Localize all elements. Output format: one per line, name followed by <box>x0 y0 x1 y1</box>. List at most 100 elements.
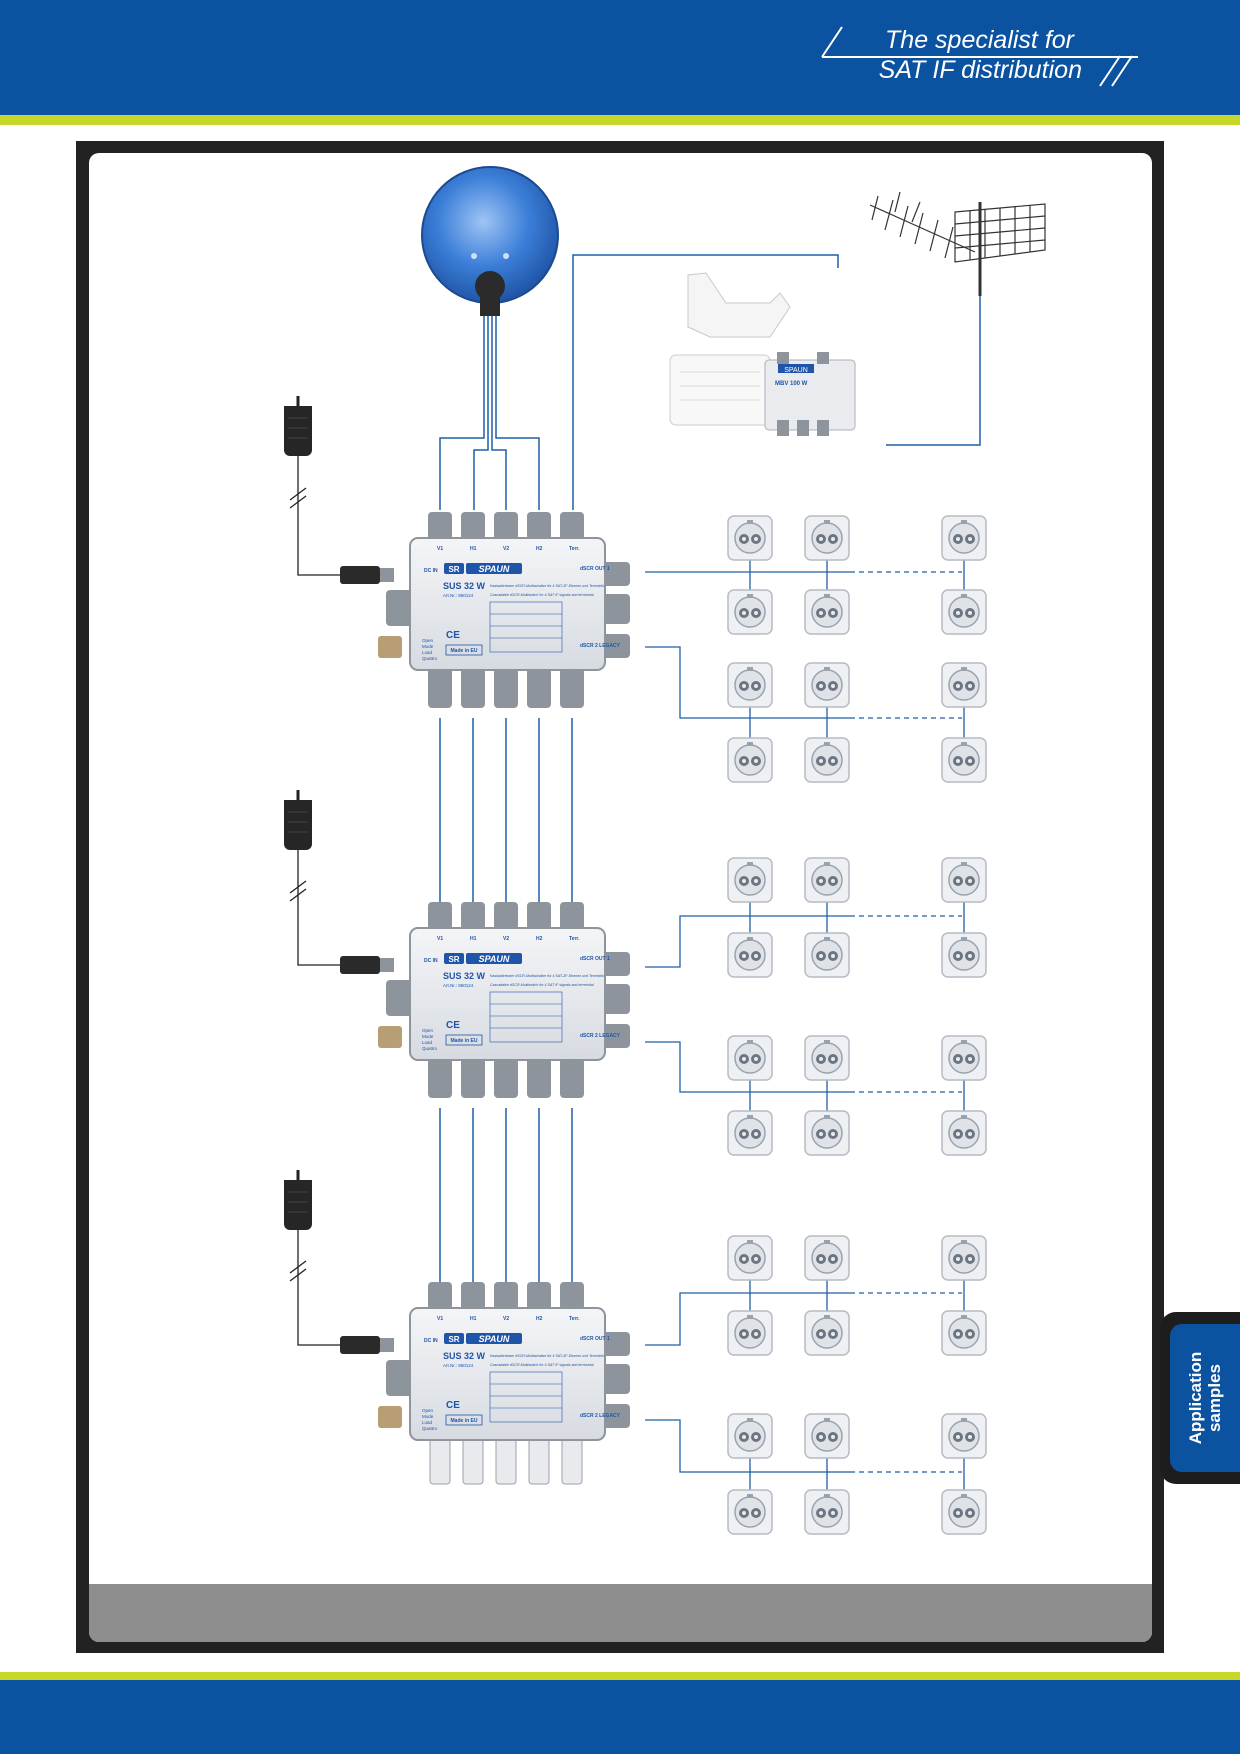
socket-group-1 <box>727 515 987 783</box>
svg-text:CE: CE <box>446 1400 460 1411</box>
switch-model: SUS 32 W <box>443 971 486 981</box>
wall-socket-icon <box>727 1413 773 1459</box>
port-label-terr: Terr. <box>569 936 580 942</box>
port-label-dc-in: DC IN <box>424 568 438 574</box>
wall-socket-icon <box>941 737 987 783</box>
switch-brand: SPAUN <box>479 1334 510 1344</box>
mode-label: Mode <box>422 1034 434 1039</box>
wall-socket-icon <box>727 589 773 635</box>
output-cabling-2 <box>645 900 965 1112</box>
wall-socket-icon <box>804 1235 850 1281</box>
application-samples-tab-inner: Application samples <box>1170 1324 1240 1472</box>
wall-socket-icon <box>804 515 850 561</box>
switch-desc-de: Kaskadierbarer dSCR-Multischalter für 4 … <box>490 1354 604 1358</box>
satellite-dish-icon <box>421 166 559 316</box>
switch-model: SUS 32 W <box>443 581 486 591</box>
header-accent-stripe <box>0 115 1240 125</box>
switch-desc-en: Cascadable dSCR-Multiswitch for 4 SAT IF… <box>490 983 594 987</box>
switch-made-in: Made in EU <box>451 1038 478 1044</box>
port-label-out2: dSCR 2 LEGACY <box>580 1413 621 1419</box>
port-label-dc-in: DC IN <box>424 958 438 964</box>
switch-desc-en: Cascadable dSCR-Multiswitch for 4 SAT IF… <box>490 1363 594 1367</box>
wall-socket-icon <box>941 1413 987 1459</box>
wall-socket-icon <box>941 1489 987 1535</box>
port-label-h1: H1 <box>470 1316 477 1322</box>
wall-socket-icon <box>941 1310 987 1356</box>
multiswitch-icon: SR SPAUN SUS 32 W Art.Nr.: 860124 Kaskad… <box>378 1282 630 1485</box>
mode-label: Load <box>422 1040 433 1045</box>
wall-socket-icon <box>941 589 987 635</box>
terrestrial-antenna-icon <box>869 191 1046 296</box>
port-label-v2: V2 <box>503 1316 509 1322</box>
wall-socket-icon <box>941 857 987 903</box>
application-samples-tab[interactable]: Application samples <box>1160 1312 1240 1484</box>
mode-label: Open <box>422 1408 434 1413</box>
switch-made-in: Made in EU <box>451 648 478 654</box>
switch-art-no: Art.Nr.: 860124 <box>443 1363 474 1368</box>
wall-socket-icon <box>727 857 773 903</box>
port-label-out2: dSCR 2 LEGACY <box>580 643 621 649</box>
power-adapter-icon <box>282 788 394 974</box>
wall-socket-icon <box>727 515 773 561</box>
multiswitch-icon: SR SPAUN SUS 32 W Art.Nr.: 860124 Kaskad… <box>378 902 630 1098</box>
wall-socket-icon <box>727 1035 773 1081</box>
port-label-v2: V2 <box>503 546 509 552</box>
tagline-line-2: SAT IF distribution <box>878 56 1082 84</box>
switch-model: SUS 32 W <box>443 1351 486 1361</box>
port-label-h2: H2 <box>536 546 543 552</box>
wall-socket-icon <box>804 1489 850 1535</box>
wall-socket-icon <box>804 857 850 903</box>
wall-socket-icon <box>804 932 850 978</box>
mode-label: Mode <box>422 1414 434 1419</box>
port-label-out1: dSCR OUT 1 <box>580 1336 610 1342</box>
mode-label: Open <box>422 638 434 643</box>
port-label-h2: H2 <box>536 936 543 942</box>
mode-label: Open <box>422 1028 434 1033</box>
wall-socket-icon <box>727 737 773 783</box>
port-label-terr: Terr. <box>569 546 580 552</box>
output-cabling-1 <box>645 557 965 742</box>
wall-socket-icon <box>941 1235 987 1281</box>
svg-text:CE: CE <box>446 1020 460 1031</box>
wall-socket-icon <box>804 1035 850 1081</box>
port-label-v1: V1 <box>437 936 443 942</box>
wall-socket-icon <box>727 662 773 708</box>
tagline-line-1: The specialist for <box>885 26 1074 54</box>
wall-socket-icon <box>727 932 773 978</box>
port-label-h2: H2 <box>536 1316 543 1322</box>
wall-socket-icon <box>941 932 987 978</box>
wall-socket-icon <box>941 1110 987 1156</box>
amplifier-icon: SPAUN MBV 100 W <box>669 272 856 436</box>
port-label-dc-in: DC IN <box>424 1338 438 1344</box>
port-label-v1: V1 <box>437 1316 443 1322</box>
mode-label: Mode <box>422 644 434 649</box>
mode-label: Quattro <box>422 1046 438 1051</box>
panel-footer-band <box>89 1584 1152 1642</box>
mode-label: Quattro <box>422 1426 438 1431</box>
application-samples-label: Application samples <box>1186 1351 1224 1445</box>
switch-logo: SR <box>448 955 459 964</box>
switch-logo: SR <box>448 565 459 574</box>
switch-desc-en: Cascadable dSCR-Multiswitch for 4 SAT IF… <box>490 593 594 597</box>
switch-desc-de: Kaskadierbarer dSCR-Multischalter für 4 … <box>490 974 604 978</box>
wall-socket-icon <box>941 1035 987 1081</box>
switch-logo: SR <box>448 1335 459 1344</box>
port-label-h1: H1 <box>470 936 477 942</box>
feed-cables <box>439 254 981 1286</box>
switch-brand: SPAUN <box>479 564 510 574</box>
switch-art-no: Art.Nr.: 860124 <box>443 983 474 988</box>
wall-socket-icon <box>804 1110 850 1156</box>
distribution-diagram: SPAUN MBV 100 W <box>282 166 1046 1535</box>
port-label-v1: V1 <box>437 546 443 552</box>
switch-desc-de: Kaskadierbarer dSCR-Multischalter für 4 … <box>490 584 604 588</box>
wall-socket-icon <box>727 1235 773 1281</box>
port-label-out1: dSCR OUT 1 <box>580 566 610 572</box>
port-label-h1: H1 <box>470 546 477 552</box>
wall-socket-icon <box>727 1489 773 1535</box>
footer-bar <box>0 1680 1240 1754</box>
power-adapter-icon <box>282 1168 394 1354</box>
port-label-v2: V2 <box>503 936 509 942</box>
wall-socket-icon <box>941 662 987 708</box>
mode-label: Load <box>422 1420 433 1425</box>
mode-label: Quattro <box>422 656 438 661</box>
